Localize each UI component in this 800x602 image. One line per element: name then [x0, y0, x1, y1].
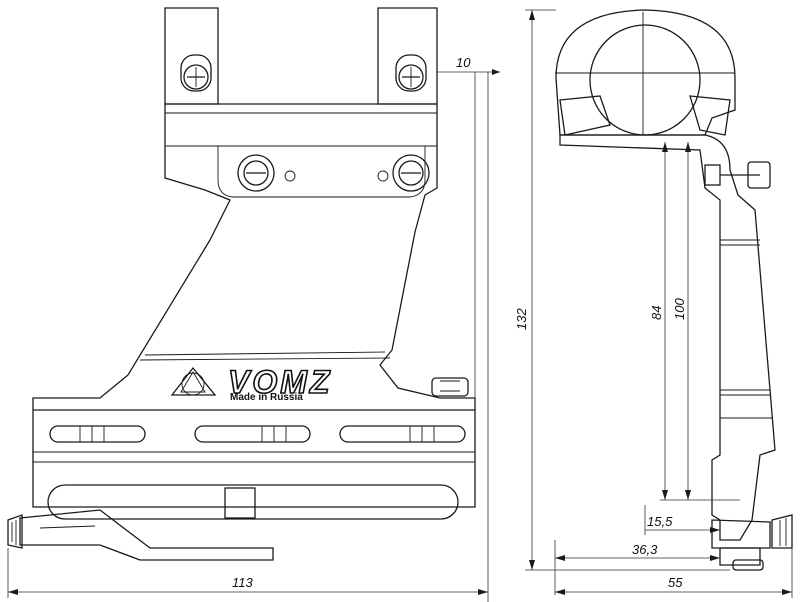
side-view: [555, 9, 793, 571]
dim-label-10: 10: [456, 55, 471, 70]
side-body: [559, 134, 776, 541]
upper-block: [32, 103, 476, 508]
side-screw: [704, 161, 771, 189]
clamp-lever: [7, 509, 274, 561]
dimension-lines: [7, 9, 793, 602]
dim-label-84: 84: [649, 306, 664, 320]
side-ring: [555, 9, 736, 136]
dim-label-55: 55: [668, 575, 683, 590]
dim-label-36-3: 36,3: [632, 542, 658, 557]
brand-name: VOMZ: [228, 364, 332, 400]
dim-label-100: 100: [672, 298, 687, 320]
left-ring: [164, 7, 219, 105]
rail-slots: [49, 425, 466, 443]
left-clamp-screw: [237, 154, 296, 192]
right-ring-screw: [395, 54, 427, 92]
dim-label-113: 113: [232, 575, 253, 590]
brand-subtitle: Made in Russia: [230, 392, 303, 403]
rail-screw: [431, 377, 469, 397]
center-block: [224, 487, 256, 519]
front-view: VOMZ Made in Russia: [7, 7, 476, 561]
right-ring: [377, 7, 438, 105]
left-ring-screw: [180, 54, 212, 92]
dim-label-15-5: 15,5: [647, 514, 673, 529]
vomz-logo-icon: [170, 366, 217, 396]
dimension-labels: 10 132 84 100 15,5 36,3 113 55: [232, 55, 687, 590]
lower-slot: [47, 484, 459, 520]
dim-label-132: 132: [514, 308, 529, 330]
right-clamp-screw: [377, 154, 430, 192]
